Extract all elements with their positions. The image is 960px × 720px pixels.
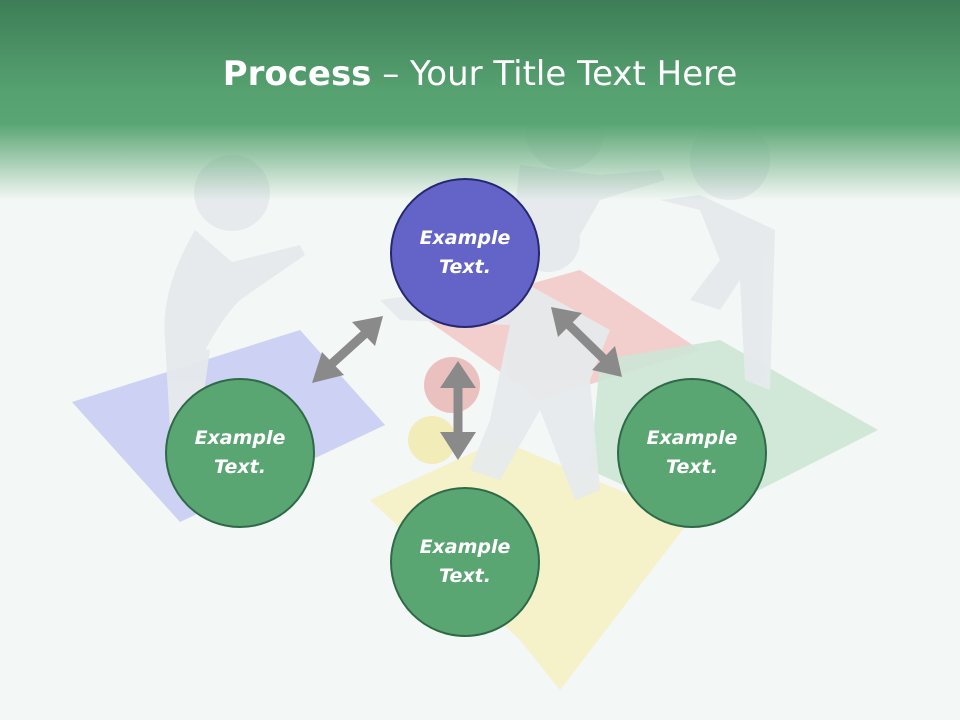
title-rest: – Your Title Text Here — [371, 54, 738, 94]
double-headed-arrow-left — [312, 316, 383, 383]
process-node-left-text: Example Text. — [194, 427, 286, 478]
double-headed-arrow-vertical — [440, 361, 476, 460]
slide-title: Process – Your Title Text Here — [0, 52, 960, 96]
process-node-right[interactable]: Example Text. — [617, 378, 767, 528]
process-node-left[interactable]: Example Text. — [165, 378, 315, 528]
process-node-bottom[interactable]: Example Text. — [390, 487, 540, 637]
process-node-bottom-text: Example Text. — [419, 536, 511, 587]
process-node-top[interactable]: Example Text. — [390, 178, 540, 328]
header-band — [0, 0, 960, 200]
process-node-top-text: Example Text. — [419, 227, 511, 278]
double-headed-arrow-right — [551, 307, 622, 377]
title-bold: Process — [222, 54, 372, 94]
process-node-right-text: Example Text. — [646, 427, 738, 478]
